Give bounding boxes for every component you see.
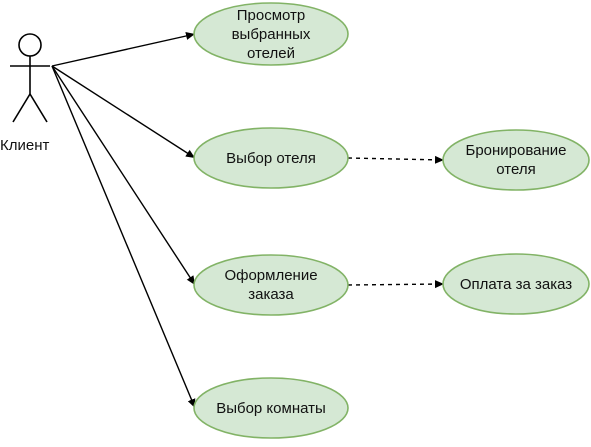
use-case-label-line: отеля <box>496 161 536 178</box>
use-cases <box>193 2 590 439</box>
use-case-label-line: Выбор отеля <box>226 149 316 167</box>
use-case-pay-order[interactable] <box>442 253 590 315</box>
use-case-label-line: отелей <box>246 44 296 62</box>
use-case-label-book-hotel: Бронирование отеля <box>443 130 589 190</box>
connectors <box>51 32 445 409</box>
actor-label: Клиент <box>0 137 50 154</box>
dependency-arrow-book-hotel <box>347 155 445 164</box>
use-case-label-line: Выбор комнаты <box>216 399 326 417</box>
actor-figure-icon <box>10 33 50 123</box>
use-case-label-select-hotel: Выбор отеля <box>194 128 348 188</box>
association-arrow-select-hotel <box>51 65 196 159</box>
use-case-checkout[interactable] <box>193 254 349 316</box>
use-case-label-line: Оформление <box>224 267 318 284</box>
association-arrow-checkout <box>51 65 196 286</box>
use-case-select-hotel[interactable] <box>193 127 349 189</box>
use-case-label-checkout: Оформление заказа <box>194 255 348 315</box>
use-case-label-pay-order: Оплата за заказ <box>443 254 589 314</box>
use-case-view-selected-hotels[interactable] <box>193 2 349 66</box>
use-case-label-line: Просмотр <box>236 6 306 24</box>
association-arrow-view-selected-hotels <box>51 32 196 67</box>
association-arrow-select-room <box>51 65 196 409</box>
use-case-label-line: Оплата за заказ <box>459 275 573 293</box>
use-case-label-select-room: Выбор комнаты <box>194 378 348 438</box>
use-case-label-line: заказа <box>248 286 294 303</box>
use-case-select-room[interactable] <box>193 377 349 439</box>
use-case-book-hotel[interactable] <box>442 129 590 191</box>
dependency-arrow-pay-order <box>347 280 445 289</box>
use-case-label-line: Бронирование <box>465 142 567 159</box>
use-case-label-line: выбранных <box>231 25 311 43</box>
